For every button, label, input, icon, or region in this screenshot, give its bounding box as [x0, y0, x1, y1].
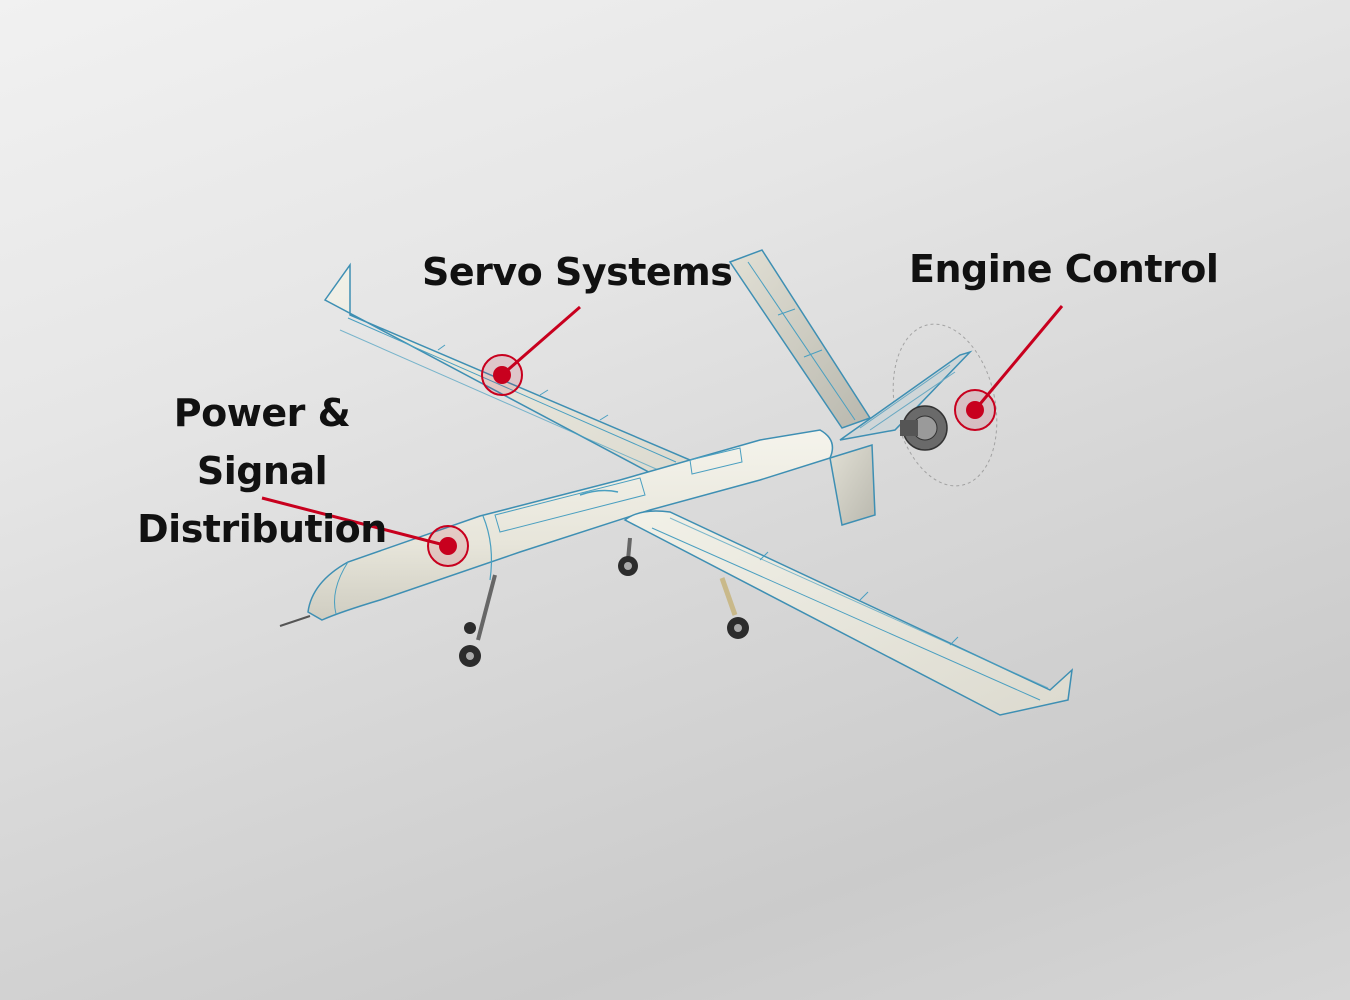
engine-marker[interactable]	[954, 389, 996, 431]
lower-tail-fin	[829, 443, 876, 526]
power-marker[interactable]	[427, 525, 469, 567]
fuselage	[279, 429, 834, 627]
landing-gear	[459, 537, 749, 667]
left-wing	[323, 262, 692, 479]
power-leader-line	[261, 496, 449, 548]
servo-marker[interactable]	[481, 354, 523, 396]
power-label-line-1: Power & Signal	[173, 391, 351, 493]
right-wing	[623, 510, 1074, 716]
servo-leader-line	[501, 305, 581, 377]
power-label-line-2: Distribution	[137, 507, 387, 551]
upper-tail-fin	[728, 249, 872, 429]
power-signal-distribution-label: Power & Signal Distribution	[106, 384, 418, 558]
engine-control-label: Engine Control	[909, 247, 1219, 291]
engine-leader-line	[973, 305, 1064, 411]
servo-systems-label: Servo Systems	[422, 250, 733, 294]
tail-panel	[839, 350, 973, 441]
engine	[900, 405, 948, 451]
